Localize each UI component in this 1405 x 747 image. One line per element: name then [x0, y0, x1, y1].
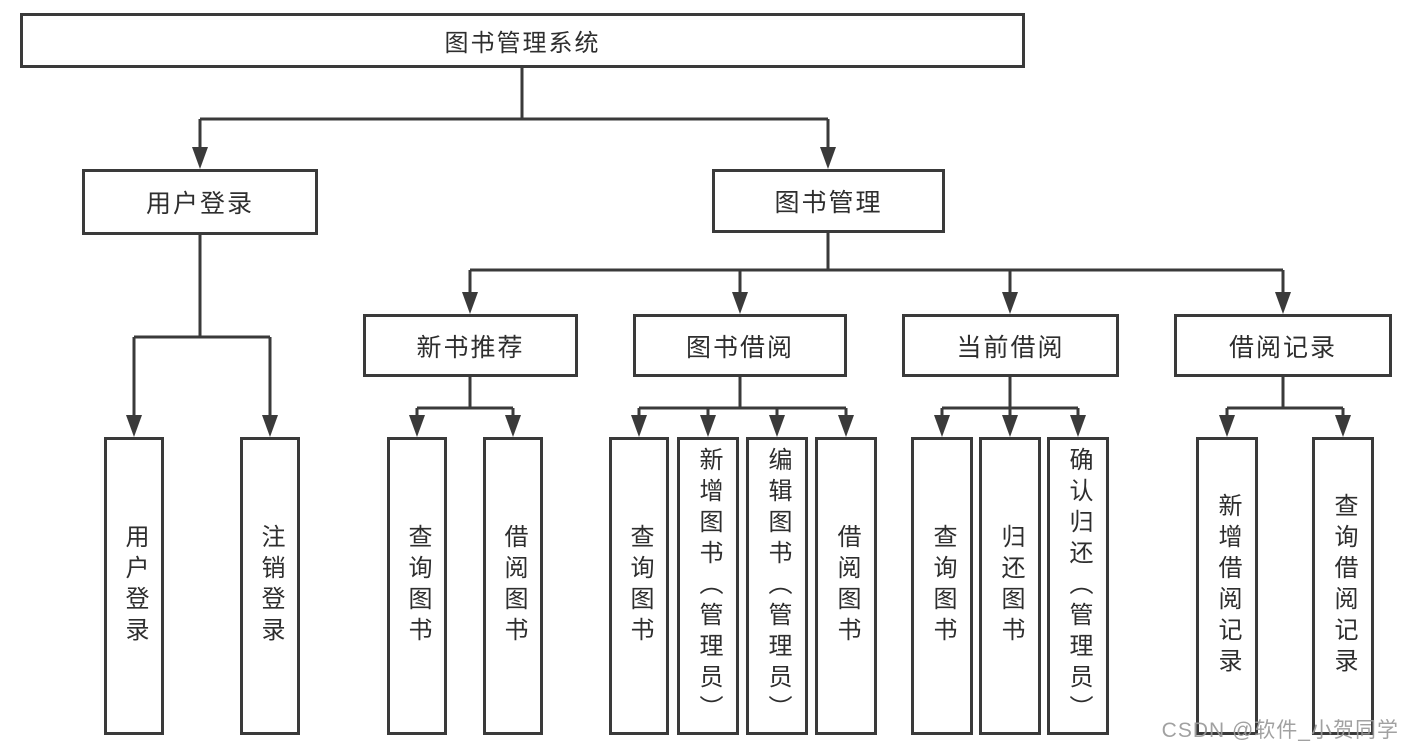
leaf-query-borrow-record: 查询借阅记录 — [1312, 437, 1374, 735]
node-label: 注销登录 — [257, 524, 284, 648]
node-root-system: 图书管理系统 — [20, 13, 1025, 68]
leaf-confirm-return-admin: 确认归还（管理员） — [1047, 437, 1109, 735]
node-label: 编辑图书（管理员） — [764, 446, 791, 726]
node-label: 归还图书 — [997, 524, 1024, 648]
node-label: 新增借阅记录 — [1214, 493, 1241, 679]
node-label: 查询借阅记录 — [1330, 493, 1357, 679]
csdn-watermark: CSDN @软件_小贺同学 — [1161, 719, 1399, 742]
leaf-borrow-books-recommend: 借阅图书 — [483, 437, 543, 735]
node-borrow-records: 借阅记录 — [1174, 314, 1392, 377]
node-label: 查询图书 — [404, 524, 431, 648]
node-label: 借阅图书 — [833, 524, 860, 648]
node-label: 用户登录 — [121, 524, 148, 648]
node-current-borrow: 当前借阅 — [902, 314, 1119, 377]
node-label: 借阅记录 — [1228, 333, 1337, 362]
leaf-query-books-recommend: 查询图书 — [387, 437, 447, 735]
node-book-borrow: 图书借阅 — [633, 314, 847, 377]
node-label: 图书管理系统 — [444, 30, 601, 57]
leaf-add-borrow-record: 新增借阅记录 — [1196, 437, 1258, 735]
node-label: 查询图书 — [626, 524, 653, 648]
leaf-user-login: 用户登录 — [104, 437, 164, 735]
node-label: 确认归还（管理员） — [1065, 446, 1092, 726]
leaf-borrow-books: 借阅图书 — [815, 437, 877, 735]
node-label: 用户登录 — [145, 190, 254, 218]
node-label: 图书管理 — [774, 189, 883, 217]
node-book-management: 图书管理 — [712, 169, 945, 233]
arrowheads — [126, 147, 1351, 437]
node-label: 当前借阅 — [956, 333, 1065, 362]
node-label: 图书借阅 — [685, 333, 794, 362]
node-label: 查询图书 — [929, 524, 956, 648]
node-label: 新书推荐 — [416, 333, 525, 362]
leaf-query-books-borrow: 查询图书 — [609, 437, 669, 735]
leaf-edit-books-admin: 编辑图书（管理员） — [746, 437, 808, 735]
leaf-add-books-admin: 新增图书（管理员） — [677, 437, 739, 735]
leaf-logout: 注销登录 — [240, 437, 300, 735]
connector-lines — [132, 68, 1345, 420]
leaf-return-books: 归还图书 — [979, 437, 1041, 735]
node-label: 新增图书（管理员） — [695, 446, 722, 726]
node-new-book-recommend: 新书推荐 — [363, 314, 578, 377]
node-label: 借阅图书 — [500, 524, 527, 648]
node-user-login: 用户登录 — [82, 169, 318, 235]
leaf-query-books-current: 查询图书 — [911, 437, 973, 735]
